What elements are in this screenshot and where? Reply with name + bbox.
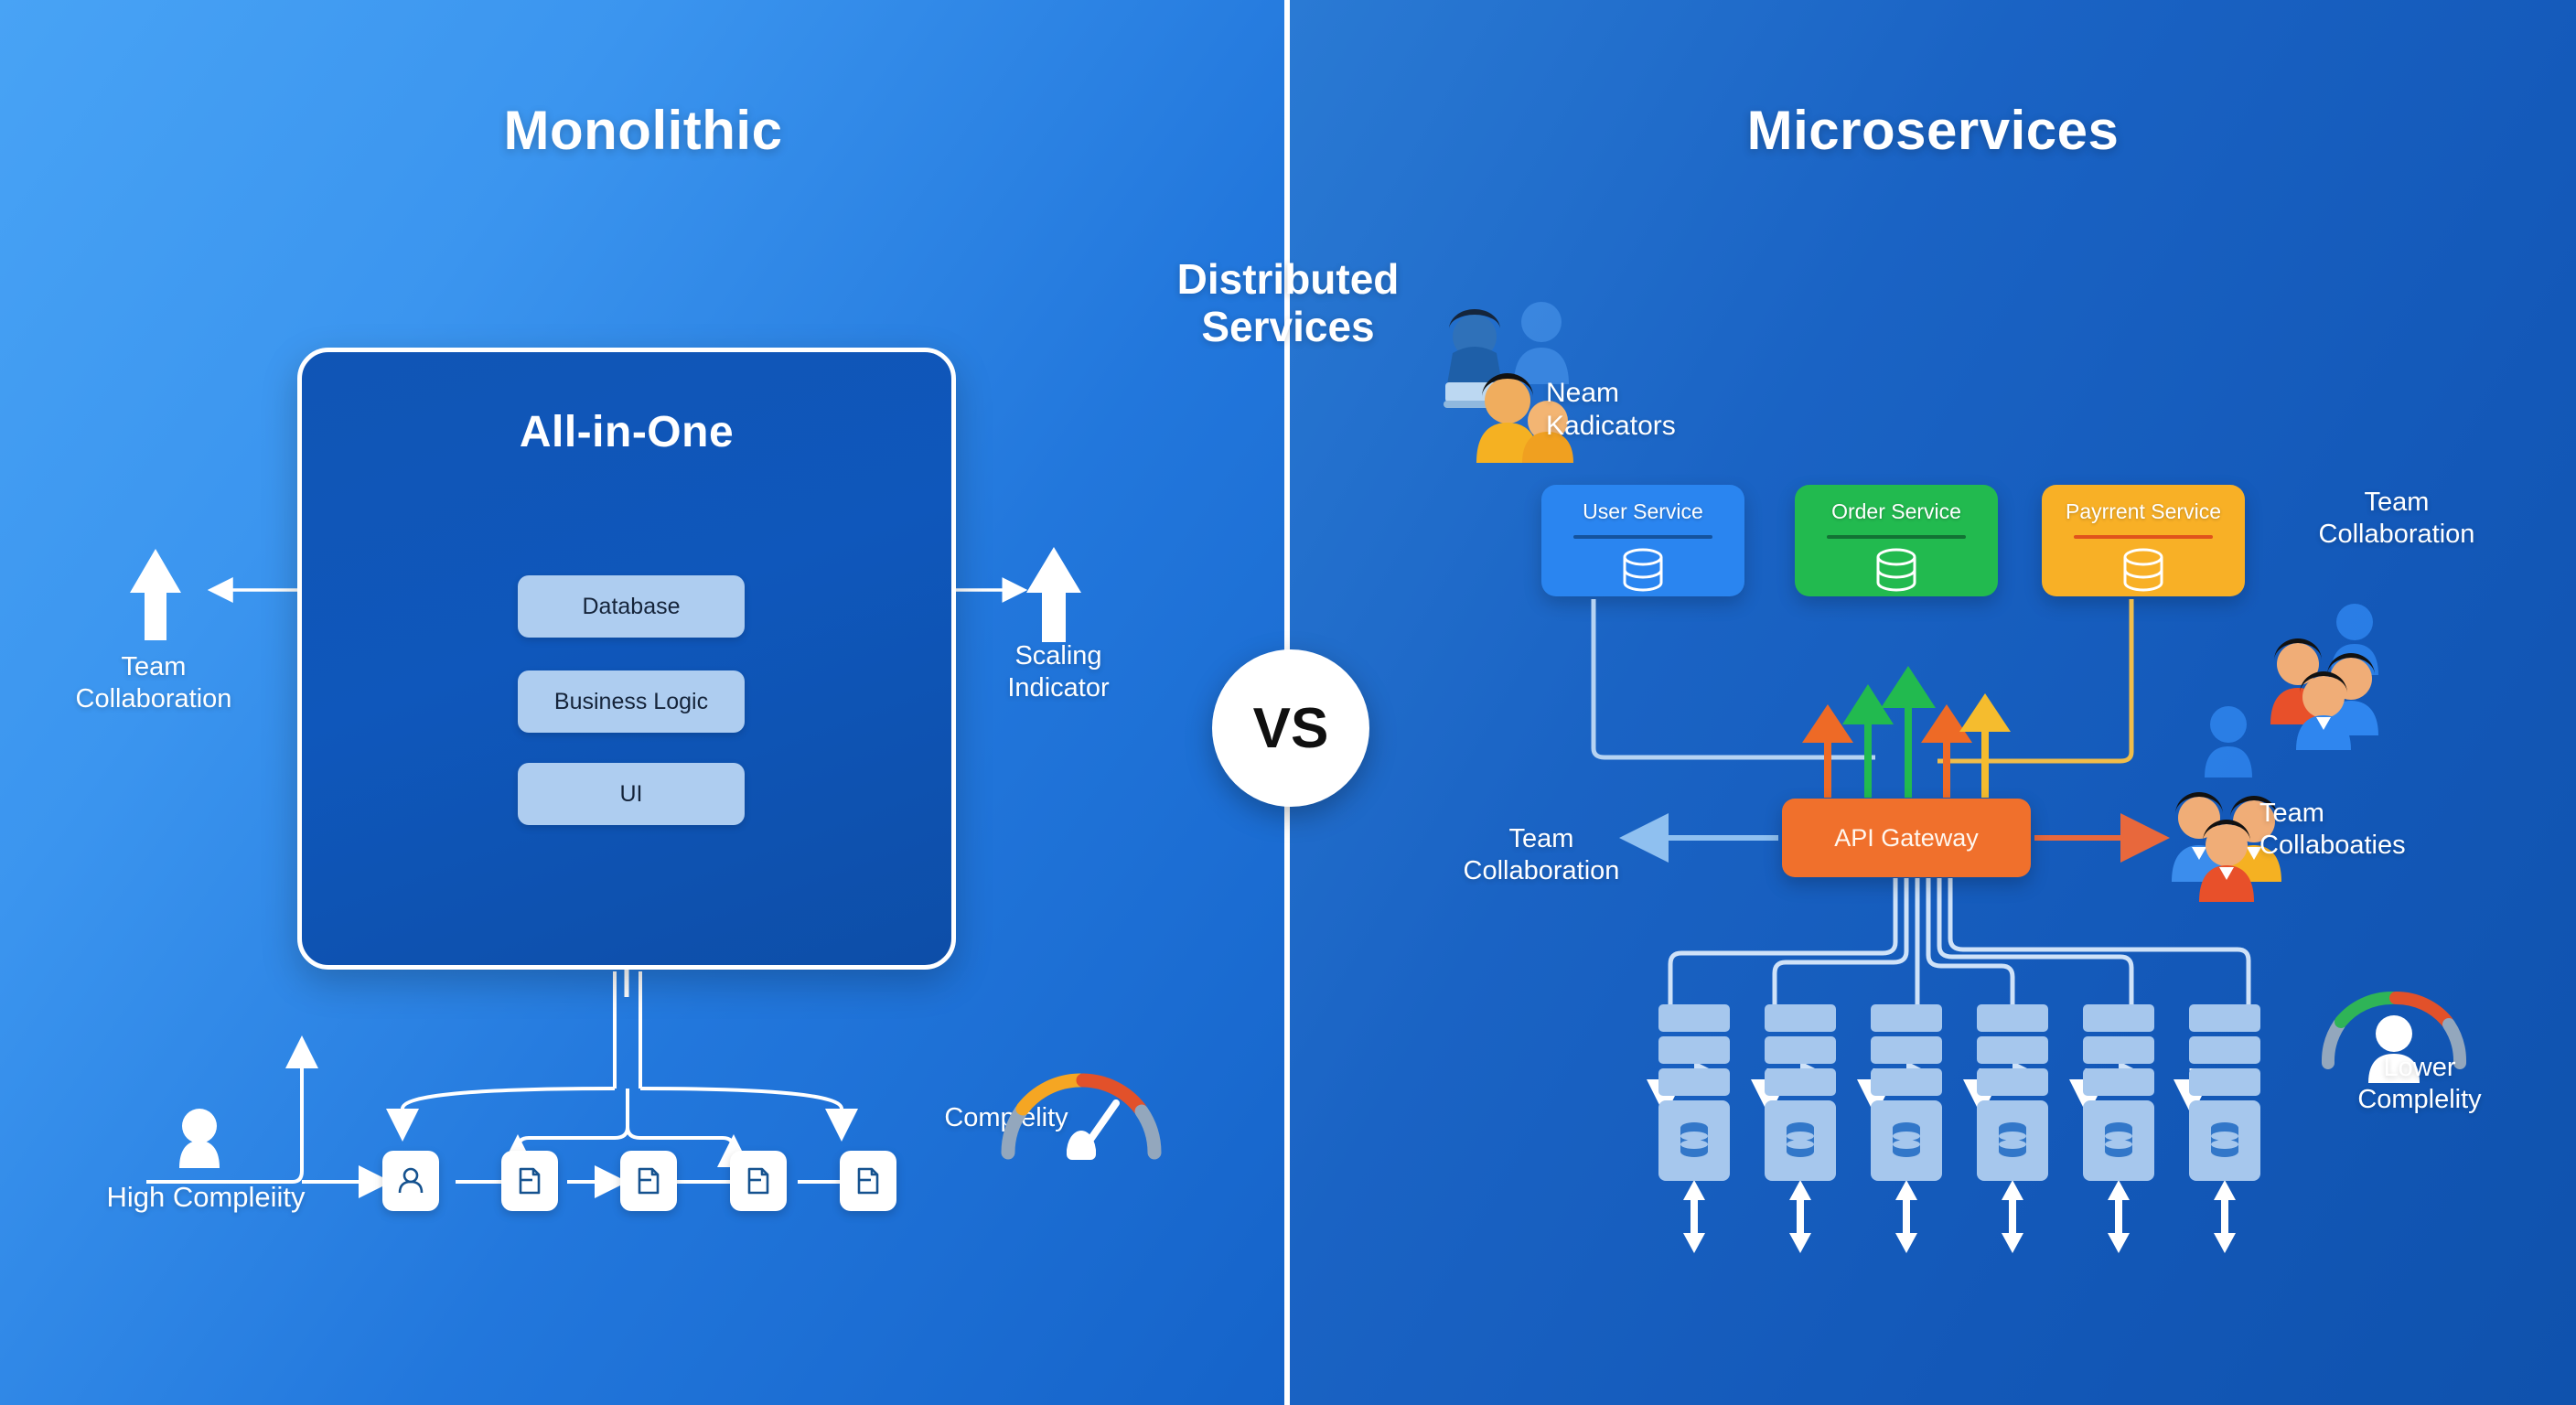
node-segment <box>1871 1004 1942 1032</box>
neam-line1: Neam <box>1546 378 1620 408</box>
node-segment <box>1977 1036 2048 1064</box>
node-segment <box>1977 1004 2048 1032</box>
microservices-title: Microservices <box>1746 100 2120 161</box>
team-collaboration-line2: Collaboration <box>2318 519 2475 549</box>
team-collaboaties-label: Team Collaboaties <box>2259 798 2561 862</box>
document-icon <box>857 1167 879 1195</box>
node-segment <box>1765 1036 1836 1064</box>
node-stack-3[interactable] <box>1871 1004 1942 1181</box>
node-segment <box>1871 1036 1942 1064</box>
node-segment <box>2189 1068 2260 1096</box>
database-icon <box>2123 548 2163 592</box>
lower-complexity-label: Lower Complelity <box>2305 1052 2534 1116</box>
api-gateway-node[interactable]: API Gateway <box>1782 799 2031 877</box>
user-icon <box>398 1167 424 1194</box>
chain-icon-2[interactable] <box>501 1151 558 1211</box>
node-database <box>1765 1100 1836 1181</box>
node-database <box>2083 1100 2154 1181</box>
team-collaboration-label-gateway-left: Team Collaboration <box>1436 823 1647 887</box>
node-database <box>2189 1100 2260 1181</box>
team-collaboration-line1: Team <box>2364 488 2430 517</box>
node-stack-4[interactable] <box>1977 1004 2048 1181</box>
service-card-payment[interactable]: Payrrent Service <box>2042 485 2245 596</box>
database-icon <box>1680 1122 1708 1157</box>
lower-complexity-line1: Lower <box>2383 1053 2456 1082</box>
service-card-user[interactable]: User Service <box>1541 485 1744 596</box>
team-collaboration-label-topright: Team Collaboration <box>2259 487 2534 551</box>
node-segment <box>1765 1068 1836 1096</box>
monolithic-title: Monolithic <box>503 100 783 161</box>
database-icon <box>2211 1122 2238 1157</box>
neam-kadicators-label: Neam Kadicators <box>1546 377 1747 443</box>
database-icon <box>2105 1122 2132 1157</box>
neam-line2: Kadicators <box>1546 411 1676 441</box>
team-collaboration-line2: Collaboration <box>75 683 232 713</box>
node-segment <box>2083 1004 2154 1032</box>
team-collaboration-line2: Collaboration <box>1463 855 1620 885</box>
database-icon <box>1893 1122 1920 1157</box>
node-segment <box>1977 1068 2048 1096</box>
layer-business-logic[interactable]: Business Logic <box>518 670 745 733</box>
scaling-indicator-label: Scaling Indicator <box>944 640 1173 704</box>
complexity-gauge-label: Complelity <box>944 1103 1068 1132</box>
node-database <box>1977 1100 2048 1181</box>
vs-badge: VS <box>1212 649 1369 807</box>
node-stack-5[interactable] <box>2083 1004 2154 1181</box>
node-segment <box>2189 1004 2260 1032</box>
database-icon <box>1999 1122 2026 1157</box>
node-database <box>1658 1100 1730 1181</box>
microservices-panel <box>1290 0 2576 1405</box>
chain-icon-4[interactable] <box>730 1151 787 1211</box>
node-stack-1[interactable] <box>1658 1004 1730 1181</box>
service-card-order[interactable]: Order Service <box>1795 485 1998 596</box>
team-collaboaties-line2: Collaboaties <box>2259 830 2406 860</box>
service-rule <box>2074 535 2213 539</box>
document-icon <box>638 1167 660 1195</box>
high-complexity-label: High Compleiity <box>106 1181 306 1213</box>
node-segment <box>2083 1068 2154 1096</box>
node-segment <box>1765 1004 1836 1032</box>
database-icon <box>1623 548 1663 592</box>
service-rule <box>1827 535 1966 539</box>
all-in-one-title: All-in-One <box>519 408 735 456</box>
team-collaboration-line1: Team <box>121 652 187 681</box>
node-segment <box>1658 1036 1730 1064</box>
database-icon <box>1787 1122 1814 1157</box>
node-segment <box>1658 1004 1730 1032</box>
layer-ui[interactable]: UI <box>518 763 745 825</box>
node-stack-2[interactable] <box>1765 1004 1836 1181</box>
node-stack-6[interactable] <box>2189 1004 2260 1181</box>
team-collaboaties-line1: Team <box>2259 799 2324 828</box>
service-name: Payrrent Service <box>2065 499 2221 523</box>
node-database <box>1871 1100 1942 1181</box>
team-collaboration-line1: Team <box>1508 824 1574 853</box>
monolith-container[interactable]: All-in-One Database Business Logic UI <box>297 348 956 970</box>
scaling-indicator-line1: Scaling <box>1014 641 1102 670</box>
chain-icon-3[interactable] <box>620 1151 677 1211</box>
node-segment <box>1658 1068 1730 1096</box>
layer-database[interactable]: Database <box>518 575 745 638</box>
document-icon <box>747 1167 769 1195</box>
node-segment <box>2083 1036 2154 1064</box>
service-name: Order Service <box>1831 499 1961 523</box>
service-rule <box>1573 535 1712 539</box>
service-name: User Service <box>1583 499 1703 523</box>
scaling-indicator-line2: Indicator <box>1007 672 1110 702</box>
lower-complexity-line2: Complelity <box>2357 1084 2482 1114</box>
chain-icon-5[interactable] <box>840 1151 896 1211</box>
chain-icon-1[interactable] <box>382 1151 439 1211</box>
node-segment <box>1871 1068 1942 1096</box>
node-segment <box>2189 1036 2260 1064</box>
database-icon <box>1876 548 1916 592</box>
document-icon <box>519 1167 541 1195</box>
team-collaboration-label-left: Team Collaboration <box>35 651 273 715</box>
